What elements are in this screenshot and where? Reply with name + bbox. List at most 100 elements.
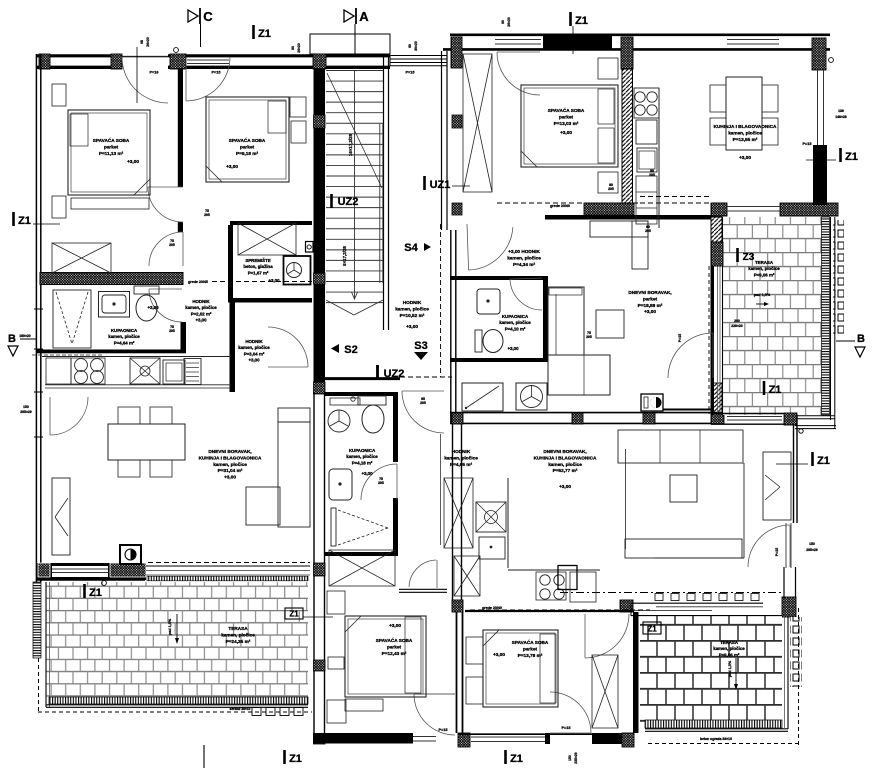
svg-text:+3,00: +3,00 <box>559 484 571 489</box>
svg-text:P=4,10 m²: P=4,10 m² <box>505 326 526 331</box>
svg-text:+3,00: +3,00 <box>226 164 238 169</box>
svg-text:P=9,06 m²: P=9,06 m² <box>719 652 740 657</box>
svg-text:P=24,35 m²: P=24,35 m² <box>226 639 251 644</box>
svg-text:KUHINJA I BLAGOVAONICA: KUHINJA I BLAGOVAONICA <box>714 124 777 129</box>
svg-text:95: 95 <box>421 397 425 401</box>
svg-text:+3,00: +3,00 <box>493 652 505 657</box>
svg-text:98: 98 <box>140 40 144 44</box>
svg-text:UZ1: UZ1 <box>430 179 451 191</box>
svg-text:+3,00: +3,00 <box>224 475 236 480</box>
svg-text:205: 205 <box>420 401 426 405</box>
svg-text:+3,00 HODNIK: +3,00 HODNIK <box>508 249 540 254</box>
svg-text:kamen, pločice: kamen, pločice <box>713 646 745 651</box>
svg-text:parket: parket <box>643 296 658 301</box>
svg-text:TERASA: TERASA <box>228 626 248 631</box>
svg-text:KUHINJA I BLAGOVAONICA: KUHINJA I BLAGOVAONICA <box>199 455 262 460</box>
svg-text:Z1: Z1 <box>575 15 588 27</box>
svg-text:228×20: 228×20 <box>731 324 743 328</box>
svg-text:139: 139 <box>838 109 844 113</box>
svg-text:P=18,88 m²: P=18,88 m² <box>638 303 663 308</box>
svg-text:P=13,55 m²: P=13,55 m² <box>733 137 758 142</box>
svg-text:P=4,05 m²: P=4,05 m² <box>450 462 472 467</box>
svg-text:+3,00: +3,00 <box>739 155 751 160</box>
svg-text:205: 205 <box>169 243 175 247</box>
svg-text:150: 150 <box>23 405 29 409</box>
svg-text:S2: S2 <box>344 344 357 356</box>
svg-text:kamen, pločice: kamen, pločice <box>108 334 140 339</box>
svg-text:P=2,02 m²: P=2,02 m² <box>191 311 212 316</box>
svg-text:75: 75 <box>205 209 209 213</box>
svg-text:205: 205 <box>645 229 651 233</box>
svg-text:kamen, pločice: kamen, pločice <box>507 255 541 260</box>
svg-text:DNEVNI BORAVAK,: DNEVNI BORAVAK, <box>543 449 586 454</box>
svg-text:+3,00: +3,00 <box>644 309 656 314</box>
svg-text:KUPAONICA: KUPAONICA <box>111 328 138 333</box>
svg-text:A: A <box>359 9 369 24</box>
svg-text:C: C <box>203 9 213 24</box>
svg-text:UZ2: UZ2 <box>338 196 359 208</box>
svg-text:75: 75 <box>587 331 591 335</box>
svg-text:150: 150 <box>568 755 572 761</box>
svg-text:205: 205 <box>169 329 175 333</box>
svg-text:P=11,13 m²: P=11,13 m² <box>99 151 124 156</box>
svg-text:DNEVNI BORAVAK,: DNEVNI BORAVAK, <box>208 449 251 454</box>
svg-text:P=15: P=15 <box>678 334 682 343</box>
svg-text:SPAVAĆA SOBA: SPAVAĆA SOBA <box>229 136 266 143</box>
svg-text:beton ograda 38×10: beton ograda 38×10 <box>700 737 732 741</box>
svg-text:HODNIK: HODNIK <box>192 299 210 304</box>
svg-text:P=15: P=15 <box>439 728 448 732</box>
svg-text:B: B <box>8 333 16 345</box>
svg-text:grede 20/40: grede 20/40 <box>482 606 502 610</box>
svg-text:P=9,18 m²: P=9,18 m² <box>236 151 258 156</box>
svg-text:+3,00: +3,00 <box>560 130 572 135</box>
svg-text:P=16: P=16 <box>150 71 159 75</box>
svg-text:200: 200 <box>734 319 740 323</box>
svg-text:S4: S4 <box>404 242 418 254</box>
svg-text:205: 205 <box>608 187 614 191</box>
svg-text:UZ2: UZ2 <box>384 368 405 380</box>
svg-text:Z1: Z1 <box>258 28 271 40</box>
svg-text:kamen, pločice: kamen, pločice <box>748 266 780 271</box>
svg-text:P=15: P=15 <box>775 548 779 557</box>
svg-text:SPAVAĆA SOBA: SPAVAĆA SOBA <box>548 106 585 113</box>
svg-text:Z1: Z1 <box>89 587 102 599</box>
svg-text:Z1: Z1 <box>845 151 858 163</box>
svg-text:TERASA: TERASA <box>755 260 774 265</box>
svg-text:kamen, pločice: kamen, pločice <box>221 632 255 637</box>
svg-text:295×29: 295×29 <box>806 548 818 552</box>
svg-text:P=15: P=15 <box>803 142 812 146</box>
svg-text:SPAVAĆA SOBA: SPAVAĆA SOBA <box>93 136 130 143</box>
svg-text:+3,00: +3,00 <box>507 346 519 351</box>
svg-text:pad 1,5%: pad 1,5% <box>728 660 732 677</box>
svg-text:TERASA: TERASA <box>720 640 739 645</box>
svg-text:pad 1,5%: pad 1,5% <box>168 618 172 635</box>
svg-text:26×20: 26×20 <box>146 37 150 47</box>
svg-text:Z1: Z1 <box>289 610 299 619</box>
svg-text:+3,00: +3,00 <box>147 305 159 310</box>
svg-text:grede 20/40: grede 20/40 <box>550 204 570 208</box>
svg-text:60: 60 <box>408 44 412 48</box>
svg-text:P=1,67 m²: P=1,67 m² <box>248 270 269 275</box>
svg-text:16×17,2/28: 16×17,2/28 <box>348 133 353 156</box>
svg-text:+3,00: +3,00 <box>389 623 401 628</box>
svg-text:26×20: 26×20 <box>507 17 511 27</box>
svg-text:P=52,77 m²: P=52,77 m² <box>553 468 578 473</box>
svg-text:kamen, pločice: kamen, pločice <box>548 462 582 467</box>
svg-text:80: 80 <box>609 183 613 187</box>
svg-text:KUPAONICA: KUPAONICA <box>502 314 529 319</box>
svg-text:235×29: 235×29 <box>574 752 578 764</box>
svg-text:P=15: P=15 <box>406 71 415 75</box>
svg-text:30×20: 30×20 <box>414 41 418 51</box>
svg-text:parket: parket <box>523 646 538 651</box>
svg-text:+3,00: +3,00 <box>268 278 280 283</box>
svg-text:beton, glažina: beton, glažina <box>243 264 273 269</box>
svg-text:P=12,43 m²: P=12,43 m² <box>382 651 407 656</box>
svg-text:+3,00: +3,00 <box>195 318 207 323</box>
svg-text:kamen, pločice: kamen, pločice <box>444 455 478 460</box>
svg-text:75: 75 <box>170 239 174 243</box>
svg-text:+3,00: +3,00 <box>361 471 373 476</box>
svg-text:75: 75 <box>379 477 383 481</box>
svg-text:205: 205 <box>204 213 210 217</box>
svg-text:KUPAONICA: KUPAONICA <box>349 448 376 453</box>
svg-text:P=13,78 m²: P=13,78 m² <box>518 653 543 658</box>
